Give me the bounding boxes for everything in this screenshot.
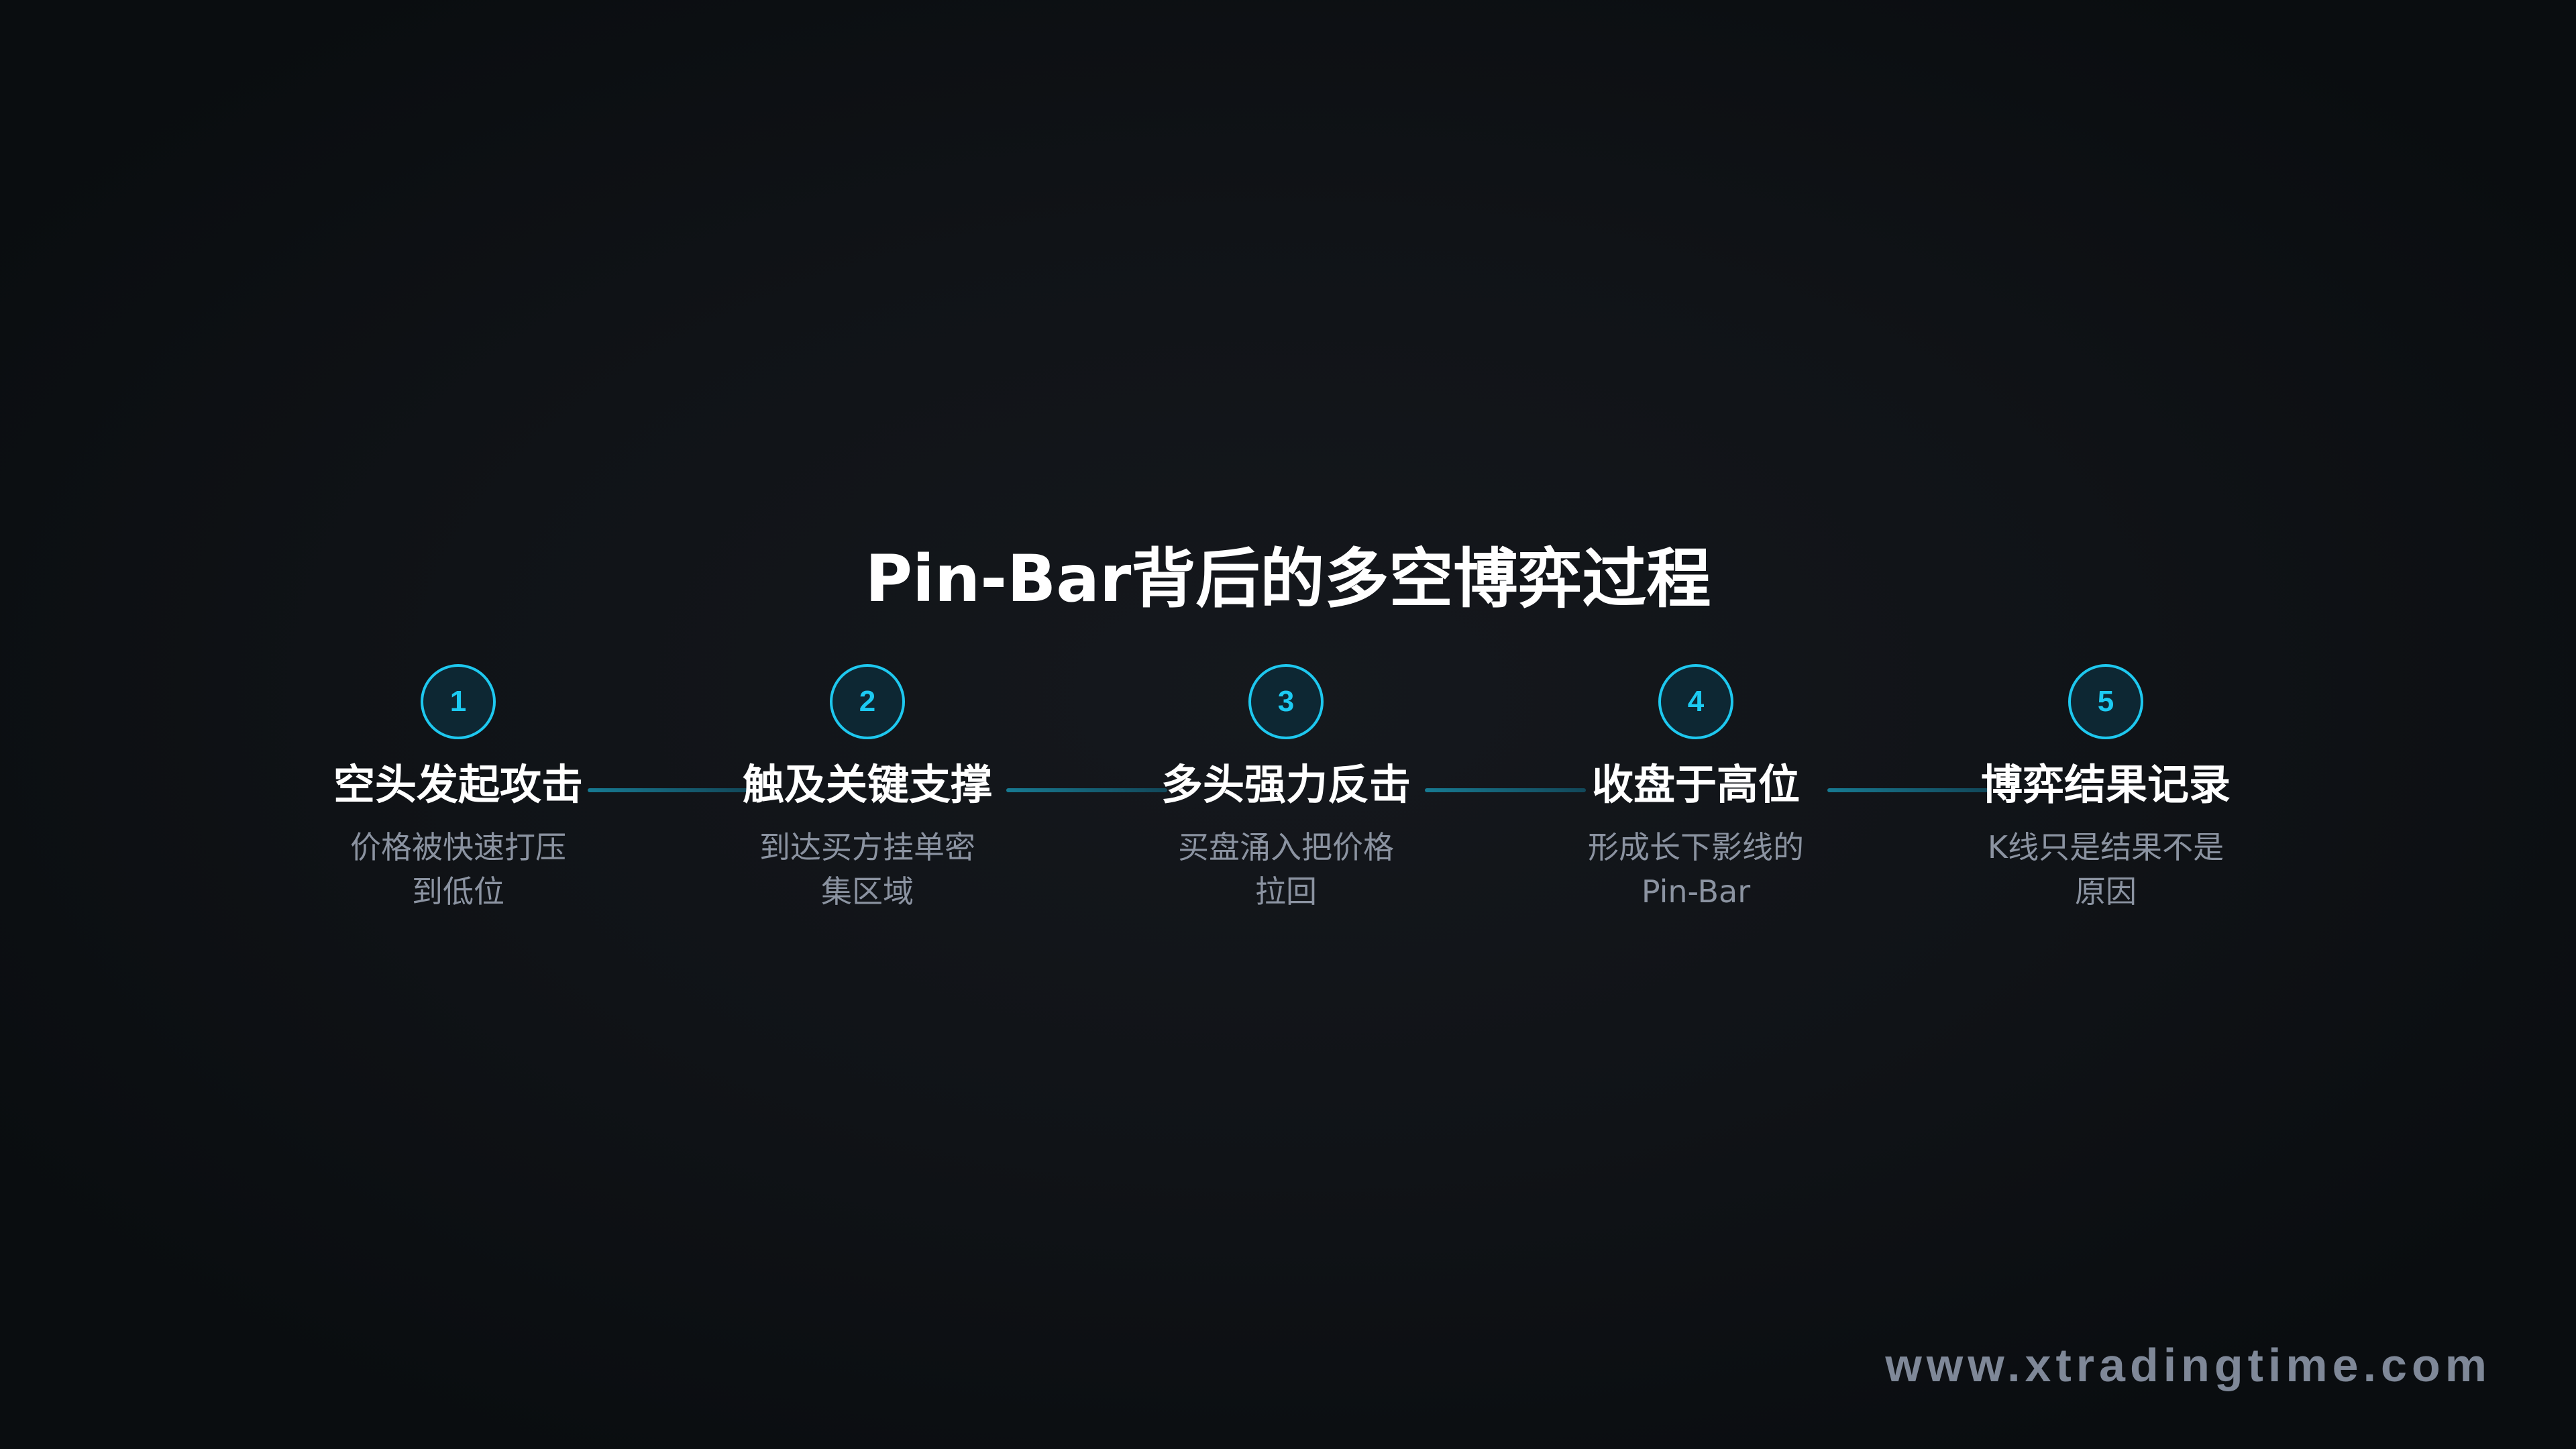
- step-heading: 触及关键支撑: [742, 760, 992, 809]
- step-heading: 空头发起攻击: [333, 760, 583, 809]
- step-number-badge: 5: [2068, 664, 2143, 739]
- step-number-badge: 1: [421, 664, 496, 739]
- step-2: 2 触及关键支撑 到达买方挂单密集区域: [693, 664, 1042, 914]
- step-number-badge: 2: [830, 664, 905, 739]
- step-description: 价格被快速打压到低位: [350, 829, 566, 910]
- step-number-badge: 3: [1248, 664, 1324, 739]
- connector-1-2: [588, 788, 749, 792]
- step-number-badge: 4: [1658, 664, 1733, 739]
- connector-3-4: [1425, 788, 1586, 792]
- step-heading: 多头强力反击: [1161, 760, 1411, 809]
- step-heading: 博弈结果记录: [1980, 760, 2231, 809]
- step-5: 5 博弈结果记录 K线只是结果不是原因: [1931, 664, 2280, 914]
- page-title: Pin-Bar背后的多空博弈过程: [865, 541, 1711, 616]
- step-3: 3 多头强力反击 买盘涌入把价格拉回: [1112, 664, 1460, 914]
- connector-2-3: [1006, 788, 1167, 792]
- step-heading: 收盘于高位: [1591, 760, 1800, 809]
- connector-4-5: [1827, 788, 1988, 792]
- step-1: 1 空头发起攻击 价格被快速打压到低位: [284, 664, 633, 914]
- step-description: 到达买方挂单密集区域: [759, 829, 975, 910]
- step-description: 形成长下影线的Pin-Bar: [1588, 829, 1804, 910]
- step-description: 买盘涌入把价格拉回: [1178, 829, 1394, 910]
- step-description: K线只是结果不是原因: [1987, 829, 2224, 910]
- step-4: 4 收盘于高位 形成长下影线的Pin-Bar: [1521, 664, 1870, 914]
- watermark: www.xtradingtime.com: [1885, 1339, 2491, 1391]
